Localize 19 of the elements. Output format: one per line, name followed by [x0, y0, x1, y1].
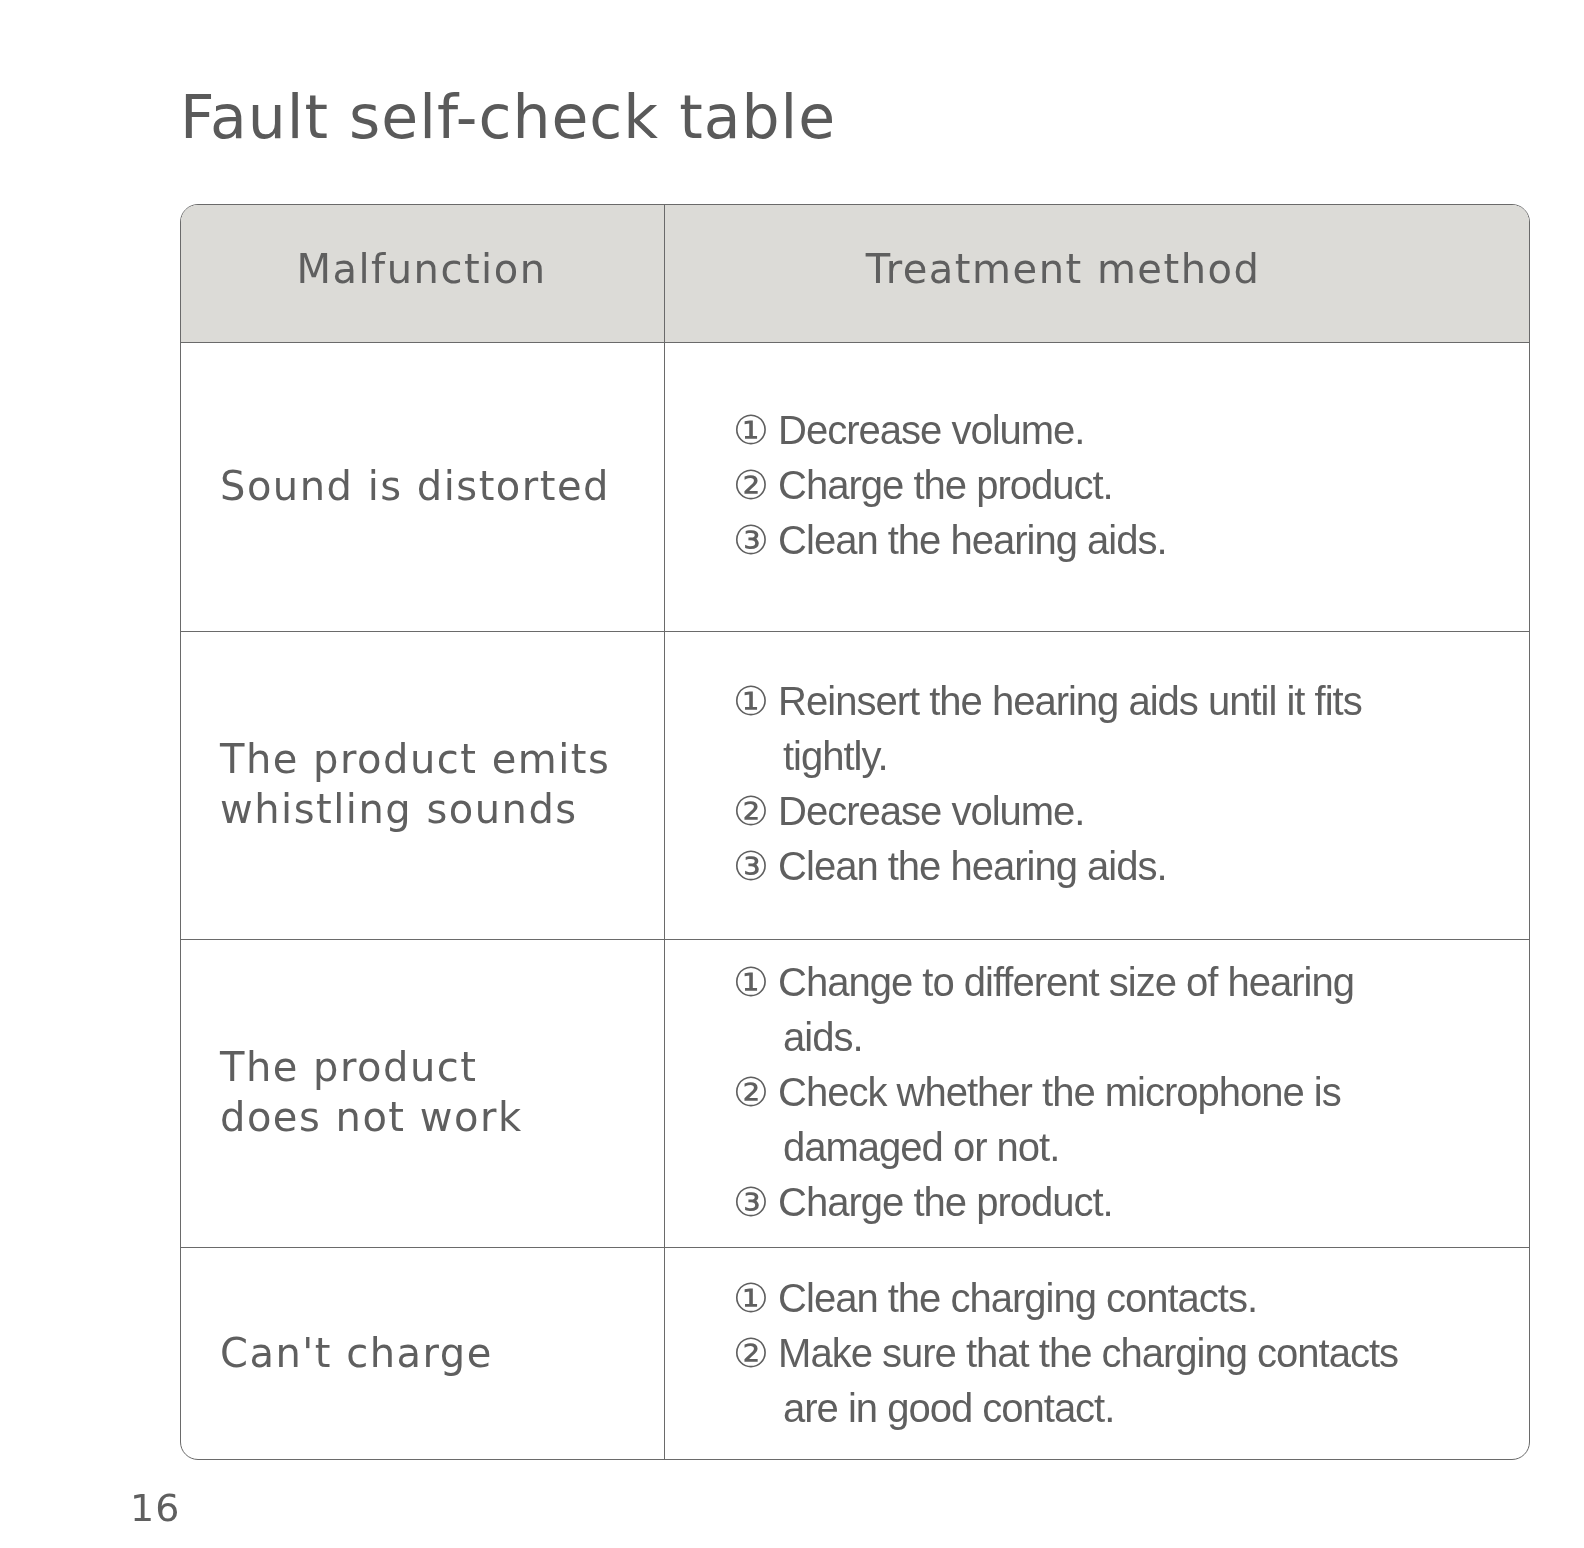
treatment-step: ③ Charge the product. — [733, 1174, 1423, 1230]
treatment-step: ① Clean the charging contacts. — [733, 1270, 1423, 1326]
page-number: 16 — [130, 1486, 181, 1530]
treatment-step: ③ Clean the hearing aids. — [733, 839, 1423, 894]
malfunction-text: The product emits whistling sounds — [220, 735, 612, 834]
treatment-step: ② Make sure that the charging contacts are in good contact. — [733, 1325, 1423, 1436]
treatment-step: ② Decrease volume. — [733, 784, 1423, 839]
treatment-step: ① Decrease volume. — [733, 403, 1423, 458]
treatment-step: ① Change to different size of hearing aids. — [733, 954, 1423, 1065]
malfunction-text: The product does not work — [220, 1043, 524, 1142]
treatment-step: ② Charge the product. — [733, 458, 1423, 513]
column-header: Malfunction — [295, 246, 548, 292]
treatment-step: ② Check whether the microphone is damaged or not. — [733, 1064, 1423, 1175]
malfunction-text: Can't charge — [220, 1329, 494, 1378]
page-title: Fault self-check table — [180, 82, 837, 152]
treatment-step: ① Reinsert the hearing aids until it fits tightly. — [733, 674, 1423, 784]
column-header: Treatment method — [864, 246, 1262, 292]
malfunction-text: Sound is distorted — [220, 461, 611, 511]
treatment-step: ③ Clean the hearing aids. — [733, 513, 1423, 568]
